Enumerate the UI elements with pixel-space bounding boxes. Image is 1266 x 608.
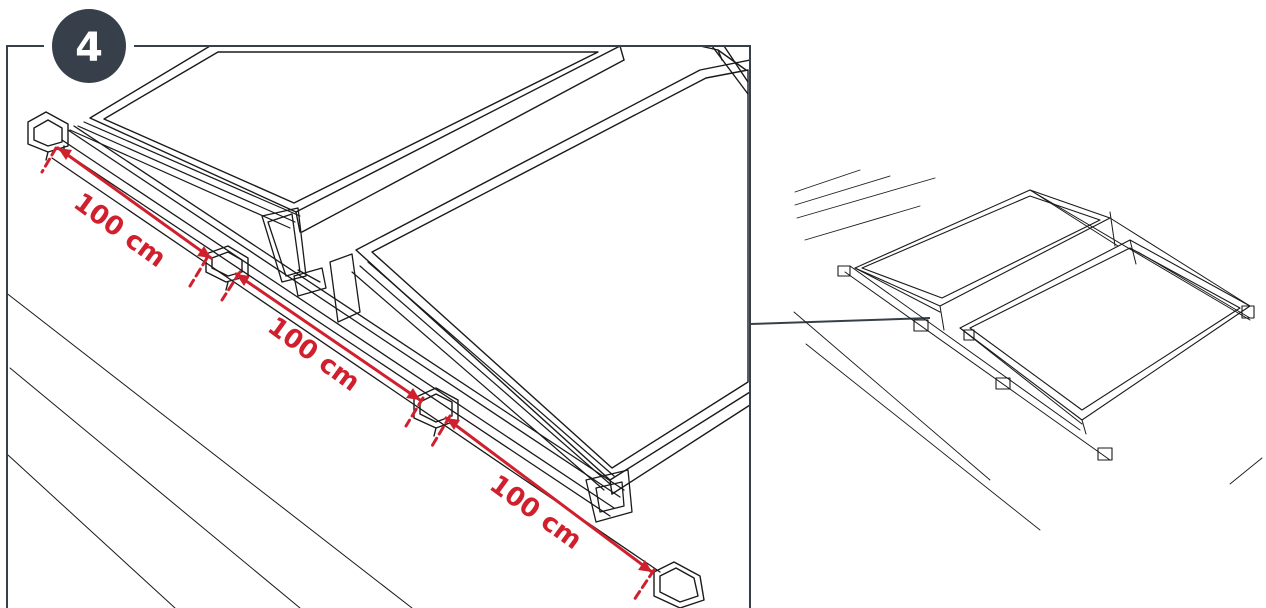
panel-frame-left [89, 46, 625, 233]
dimension-line-2 [234, 272, 422, 402]
support-braces [69, 121, 615, 491]
step-badge: 4 [52, 9, 126, 83]
dimension-label-2: 100 cm [262, 311, 365, 397]
overview-ballast [837, 265, 1255, 461]
dimension-line-1 [56, 146, 213, 260]
dimension-line-3 [444, 416, 654, 574]
overview-panels [854, 189, 1251, 421]
detail-view [7, 46, 750, 608]
callout-leader [749, 317, 931, 325]
overview-view [793, 169, 1263, 531]
panel-frame-right [355, 46, 750, 495]
ballast-block-3 [413, 387, 459, 437]
mounting-brackets [261, 207, 633, 523]
overview-roof-lines [793, 169, 1263, 531]
overview-structure [844, 189, 1251, 461]
base-rail [51, 125, 661, 573]
dimension-label-1: 100 cm [68, 187, 171, 273]
roof-surface-lines [7, 292, 413, 608]
ballast-block-2 [205, 245, 249, 291]
dimension-arrowheads [58, 148, 652, 572]
detail-frame [6, 45, 751, 608]
ballast-block-4 [653, 561, 705, 608]
dimension-lines [56, 146, 654, 574]
dimension-markers [40, 146, 656, 602]
step-number: 4 [75, 25, 103, 71]
